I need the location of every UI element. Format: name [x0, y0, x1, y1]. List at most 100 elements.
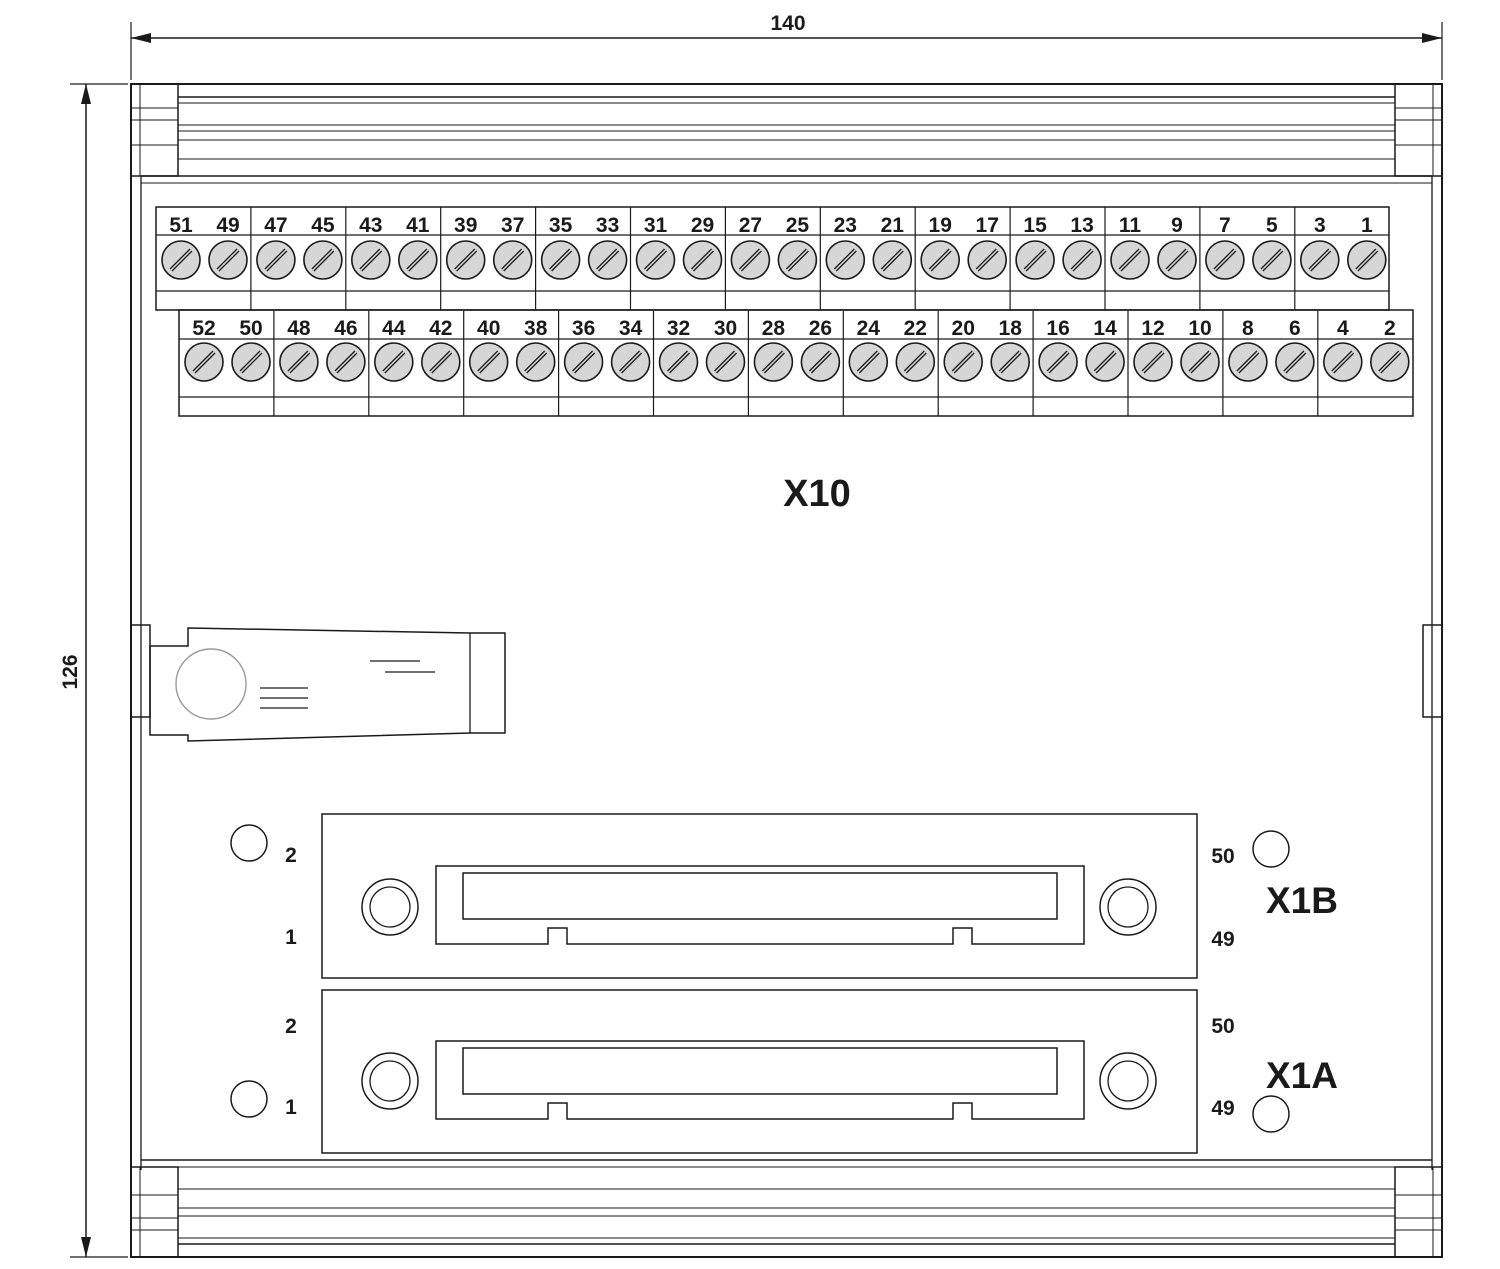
screw-head[interactable]	[1157, 240, 1197, 280]
screw-head[interactable]	[1085, 342, 1125, 382]
terminal-screw-34[interactable]: 34	[610, 317, 651, 382]
screw-head[interactable]	[1180, 342, 1220, 382]
terminal-screw-18[interactable]: 18	[990, 317, 1031, 382]
screw-head[interactable]	[872, 240, 913, 280]
screw-head[interactable]	[730, 240, 771, 280]
terminal-screw-19[interactable]: 19	[920, 214, 961, 280]
terminal-screw-7[interactable]: 7	[1205, 214, 1245, 280]
screw-head[interactable]	[635, 240, 676, 280]
screw-head[interactable]	[445, 240, 486, 280]
terminal-screw-8[interactable]: 8	[1228, 317, 1268, 382]
terminal-screw-25[interactable]: 25	[777, 214, 818, 280]
terminal-screw-21[interactable]: 21	[872, 214, 913, 280]
terminal-screw-16[interactable]: 16	[1038, 317, 1078, 382]
terminal-screw-22[interactable]: 22	[895, 317, 936, 382]
terminal-screw-11[interactable]: 11	[1110, 214, 1150, 280]
screw-head[interactable]	[1370, 342, 1410, 382]
terminal-screw-49[interactable]: 49	[208, 214, 248, 280]
terminal-screw-39[interactable]: 39	[445, 214, 486, 280]
screw-head[interactable]	[990, 342, 1031, 382]
screw-head[interactable]	[920, 240, 961, 280]
terminal-screw-1[interactable]: 1	[1347, 214, 1387, 280]
terminal-screw-51[interactable]: 51	[161, 214, 201, 280]
screw-head[interactable]	[1275, 342, 1315, 382]
terminal-screw-20[interactable]: 20	[943, 317, 984, 382]
screw-head[interactable]	[682, 240, 723, 280]
screw-head[interactable]	[1252, 240, 1292, 280]
terminal-screw-52[interactable]: 52	[184, 317, 224, 382]
screw-head[interactable]	[610, 342, 651, 382]
screw-head[interactable]	[184, 342, 224, 382]
screw-head[interactable]	[350, 240, 391, 280]
screw-head[interactable]	[1228, 342, 1268, 382]
terminal-screw-2[interactable]: 2	[1370, 317, 1410, 382]
terminal-screw-6[interactable]: 6	[1275, 317, 1315, 382]
terminal-screw-46[interactable]: 46	[326, 317, 366, 382]
terminal-screw-48[interactable]: 48	[279, 317, 319, 382]
screw-head[interactable]	[753, 342, 794, 382]
terminal-screw-10[interactable]: 10	[1180, 317, 1220, 382]
screw-head[interactable]	[397, 240, 438, 280]
terminal-screw-44[interactable]: 44	[373, 317, 414, 382]
terminal-screw-12[interactable]: 12	[1133, 317, 1173, 382]
terminal-screw-14[interactable]: 14	[1085, 317, 1125, 382]
screw-head[interactable]	[1300, 240, 1340, 280]
screw-head[interactable]	[256, 240, 296, 280]
terminal-screw-24[interactable]: 24	[848, 317, 889, 382]
terminal-screw-40[interactable]: 40	[468, 317, 509, 382]
screw-head[interactable]	[1062, 240, 1102, 280]
screw-head[interactable]	[563, 342, 604, 382]
terminal-screw-3[interactable]: 3	[1300, 214, 1340, 280]
terminal-screw-47[interactable]: 47	[256, 214, 296, 280]
screw-head[interactable]	[420, 342, 461, 382]
screw-head[interactable]	[279, 342, 319, 382]
screw-head[interactable]	[1347, 240, 1387, 280]
screw-head[interactable]	[848, 342, 889, 382]
screw-head[interactable]	[1038, 342, 1078, 382]
terminal-screw-4[interactable]: 4	[1323, 317, 1363, 382]
screw-head[interactable]	[303, 240, 343, 280]
terminal-screw-5[interactable]: 5	[1252, 214, 1292, 280]
screw-head[interactable]	[1323, 342, 1363, 382]
terminal-screw-27[interactable]: 27	[730, 214, 771, 280]
screw-head[interactable]	[1133, 342, 1173, 382]
terminal-screw-28[interactable]: 28	[753, 317, 794, 382]
terminal-screw-9[interactable]: 9	[1157, 214, 1197, 280]
screw-head[interactable]	[468, 342, 509, 382]
screw-head[interactable]	[208, 240, 248, 280]
screw-head[interactable]	[943, 342, 984, 382]
terminal-screw-26[interactable]: 26	[800, 317, 841, 382]
terminal-screw-42[interactable]: 42	[420, 317, 461, 382]
screw-head[interactable]	[231, 342, 271, 382]
terminal-screw-38[interactable]: 38	[515, 317, 556, 382]
terminal-screw-45[interactable]: 45	[303, 214, 343, 280]
screw-head[interactable]	[515, 342, 556, 382]
terminal-screw-23[interactable]: 23	[825, 214, 866, 280]
screw-head[interactable]	[800, 342, 841, 382]
terminal-screw-37[interactable]: 37	[492, 214, 533, 280]
screw-head[interactable]	[895, 342, 936, 382]
screw-head[interactable]	[658, 342, 699, 382]
screw-head[interactable]	[777, 240, 818, 280]
terminal-screw-35[interactable]: 35	[540, 214, 581, 280]
terminal-screw-29[interactable]: 29	[682, 214, 723, 280]
screw-head[interactable]	[705, 342, 746, 382]
screw-head[interactable]	[825, 240, 866, 280]
terminal-screw-13[interactable]: 13	[1062, 214, 1102, 280]
terminal-screw-32[interactable]: 32	[658, 317, 699, 382]
screw-head[interactable]	[587, 240, 628, 280]
terminal-screw-50[interactable]: 50	[231, 317, 271, 382]
screw-head[interactable]	[1015, 240, 1055, 280]
screw-head[interactable]	[161, 240, 201, 280]
terminal-screw-15[interactable]: 15	[1015, 214, 1055, 280]
terminal-screw-41[interactable]: 41	[397, 214, 438, 280]
screw-head[interactable]	[1110, 240, 1150, 280]
screw-head[interactable]	[373, 342, 414, 382]
terminal-screw-30[interactable]: 30	[705, 317, 746, 382]
screw-head[interactable]	[492, 240, 533, 280]
screw-head[interactable]	[540, 240, 581, 280]
terminal-screw-36[interactable]: 36	[563, 317, 604, 382]
terminal-screw-17[interactable]: 17	[967, 214, 1008, 280]
terminal-screw-31[interactable]: 31	[635, 214, 676, 280]
terminal-screw-43[interactable]: 43	[350, 214, 391, 280]
